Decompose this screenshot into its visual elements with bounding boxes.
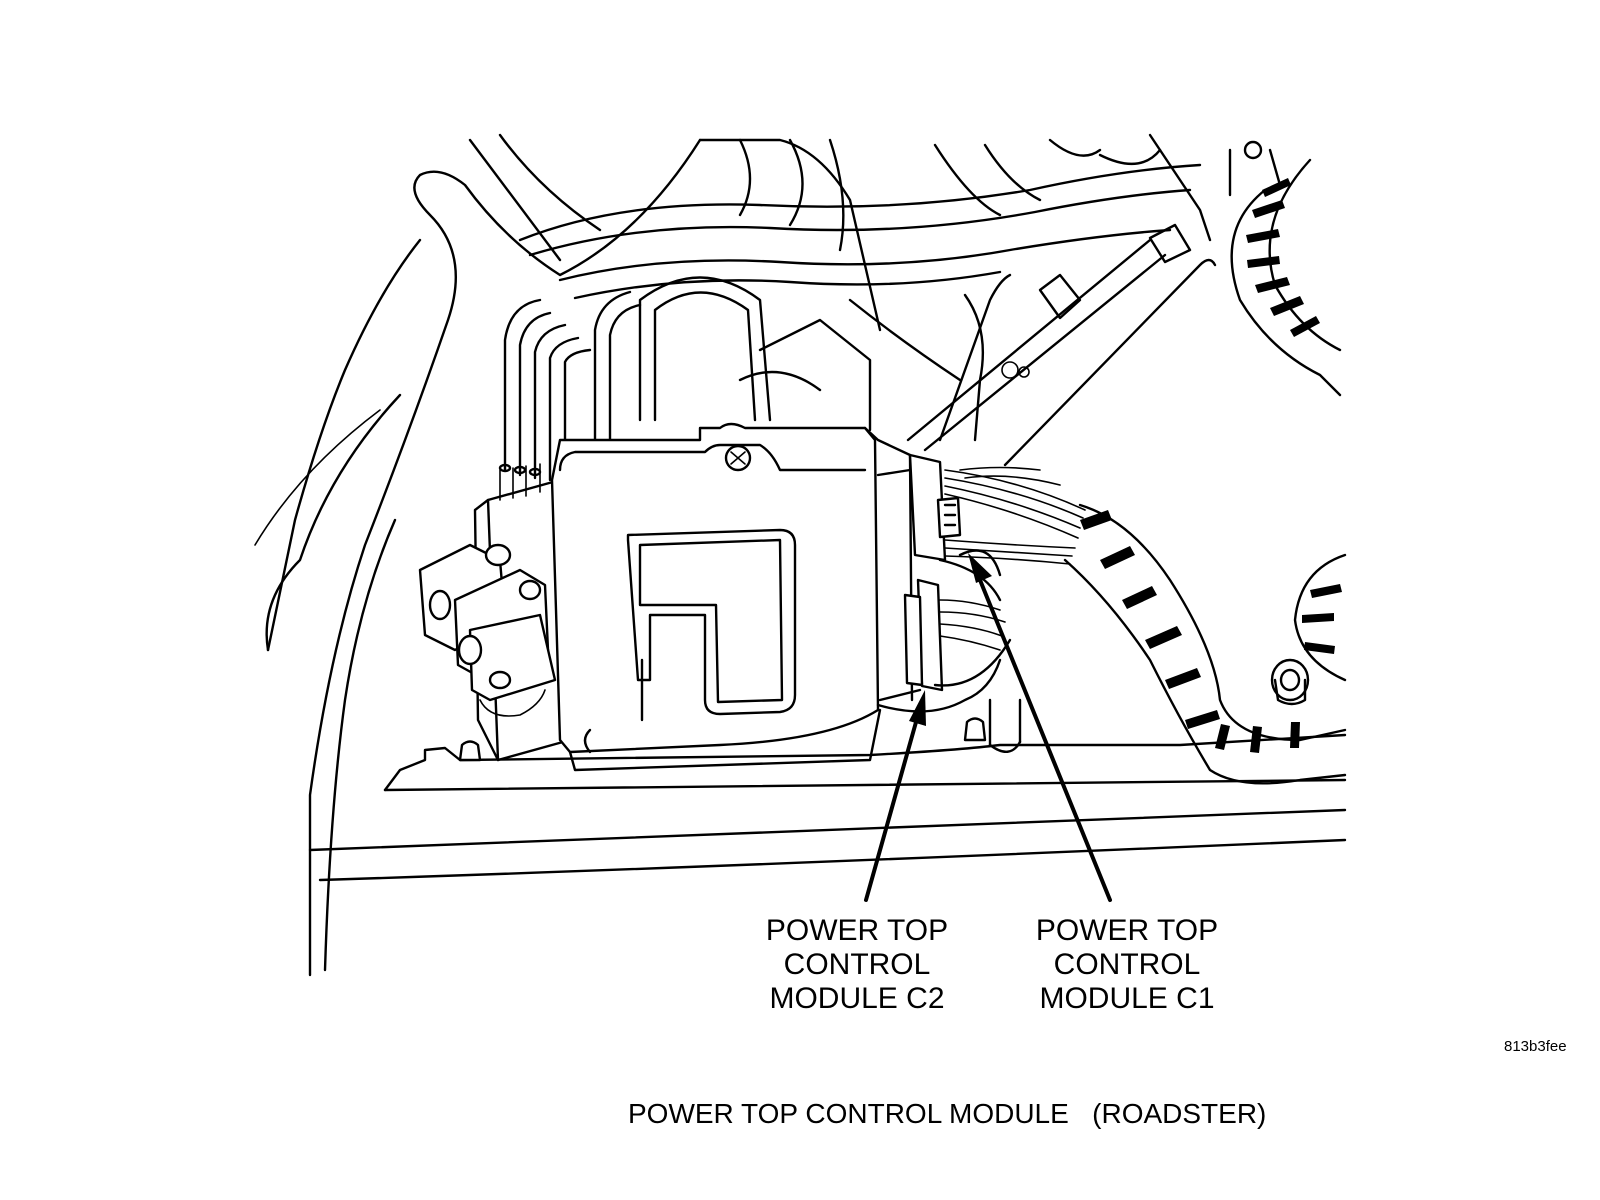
callout-c1-line1: POWER TOP [1035,914,1219,947]
figure-caption: POWER TOP CONTROL MODULE (ROADSTER) [628,1098,1267,1129]
connector-c1 [908,453,1347,785]
c2-arrowhead [909,690,926,726]
upper-wiring [518,133,1282,300]
callout-c1-line2: CONTROL [1053,948,1201,981]
callout-c2-line1: POWER TOP [765,914,949,947]
c1-leader-line [978,578,1112,902]
pump-assembly [418,463,572,762]
striped-harness-lower [1270,553,1347,706]
c1-arrowhead [968,553,992,583]
callout-c2-line2: CONTROL [783,948,931,981]
wire-loom [503,273,1030,482]
callout-c1-line3: MODULE C1 [1039,982,1215,1015]
callout-label-c2: POWER TOP CONTROL MODULE C2 [762,914,952,1016]
mounting-tray [308,698,1347,882]
control-module [550,422,922,772]
strut [906,223,1217,467]
c2-leader-line [864,713,920,902]
body-panel [254,133,882,977]
callout-label-c1: POWER TOP CONTROL MODULE C1 [1028,914,1226,1016]
figure-code: 813b3fee [1504,1038,1567,1055]
callout-c2-line3: MODULE C2 [769,982,945,1015]
connector-c2 [876,549,1012,713]
striped-harness-upper [1230,158,1342,397]
callout-arrows [864,553,1112,902]
